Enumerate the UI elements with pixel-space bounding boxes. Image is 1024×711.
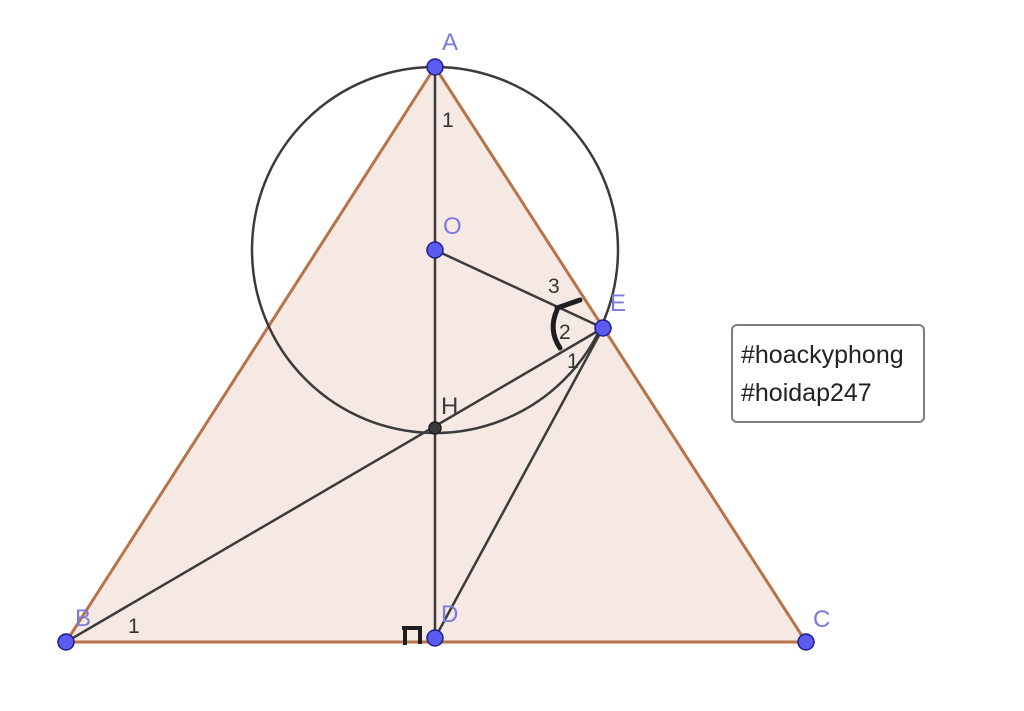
- label-c: C: [813, 606, 830, 633]
- angle-label-b1: 1: [128, 615, 140, 638]
- segment-de: [433, 327, 605, 639]
- point-h: [428, 421, 442, 435]
- point-a: [426, 58, 444, 76]
- point-d: [426, 629, 444, 647]
- angle-label-e2: 2: [559, 321, 571, 344]
- segment-be: [65, 326, 604, 644]
- point-o: [426, 241, 444, 259]
- label-d: D: [441, 601, 458, 628]
- right-angle-mark-d: [402, 626, 422, 644]
- label-h: H: [441, 393, 458, 420]
- segment-oe: [434, 248, 604, 330]
- point-e: [594, 319, 612, 337]
- point-b: [57, 633, 75, 651]
- point-c: [797, 633, 815, 651]
- watermark-tag-box: #hoackyphong #hoidap247: [731, 324, 925, 423]
- tag-line: #hoidap247: [741, 379, 872, 407]
- label-o: O: [443, 213, 462, 240]
- tag-line: #hoackyphong: [741, 341, 904, 369]
- angle-mark-e2: [550, 307, 563, 351]
- angle-label-e1: 1: [567, 350, 579, 373]
- angle-mark-e3: [554, 297, 583, 311]
- angle-label-e3: 3: [548, 275, 560, 298]
- label-b: B: [75, 605, 91, 632]
- label-e: E: [610, 290, 626, 317]
- label-a: A: [442, 29, 458, 56]
- angle-label-a1: 1: [442, 109, 454, 132]
